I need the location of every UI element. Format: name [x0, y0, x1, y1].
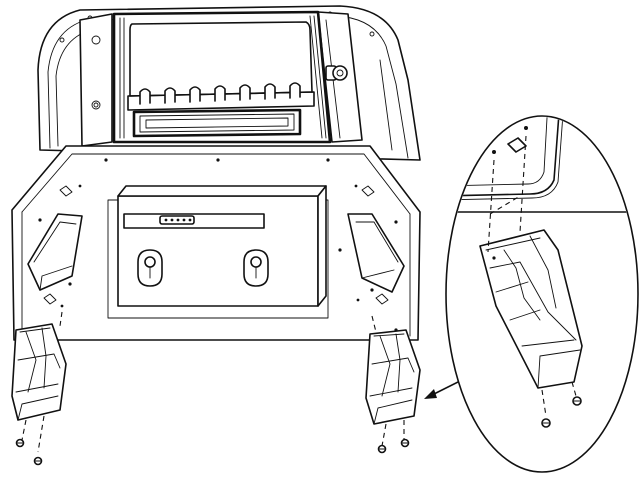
leg-screw-guides — [21, 311, 405, 453]
detail-callout — [445, 115, 639, 473]
door-handle-knob — [325, 65, 348, 81]
screw-icon — [33, 456, 43, 466]
leg-right — [365, 329, 421, 425]
screw-icon — [541, 418, 551, 428]
screw-icon — [400, 438, 410, 448]
screw-icon — [377, 444, 387, 454]
blower-box — [107, 185, 329, 319]
callout-arrow — [424, 379, 463, 399]
firebox-door — [112, 10, 332, 144]
screw-icon — [15, 438, 25, 448]
screw-icon — [572, 396, 582, 406]
grate-fingers — [139, 82, 301, 105]
side-bracket-right — [347, 213, 405, 293]
side-bracket-left — [27, 213, 83, 291]
side-panel-left — [79, 13, 113, 147]
screw-icon-group — [15, 438, 410, 466]
keyhole-mount-right — [243, 249, 269, 287]
detail-leg — [479, 229, 583, 389]
wire-connector — [159, 215, 195, 225]
leg-left — [11, 323, 67, 421]
keyhole-mount-left — [137, 249, 163, 287]
